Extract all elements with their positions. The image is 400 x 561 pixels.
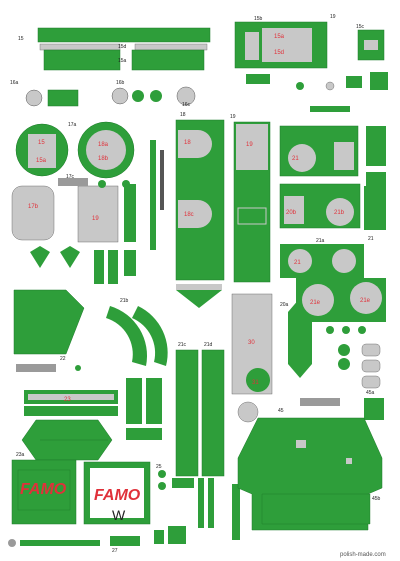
part-19b-wedge (176, 284, 222, 308)
part-20b-housing: 20b 21b 21 (279, 183, 386, 242)
credit-text: polish-made.com (340, 552, 386, 558)
part-25-pins: 25 (154, 464, 194, 544)
label-17c: 17c (66, 174, 75, 180)
part-19-side-panel: 19 19 (230, 114, 271, 283)
label-15d-b: 15d (274, 50, 284, 56)
label-21d: 21d (204, 342, 213, 348)
label-27: 27 (112, 548, 118, 554)
label-21: 21 (368, 236, 374, 242)
part-lever-strips (150, 140, 164, 250)
label-25: 25 (156, 464, 162, 470)
label-15a-b: 15a (274, 34, 285, 40)
label-15d: 15d (118, 44, 127, 50)
part-15c-side: 15c (356, 24, 385, 61)
label-19b: 19 (246, 142, 253, 148)
label-19: 19 (330, 14, 336, 20)
label-16a: 16a (10, 80, 19, 86)
label-15b: 15b (254, 16, 263, 22)
label-45a: 45a (366, 390, 375, 396)
part-22-fender (13, 289, 85, 355)
label-19: 19 (230, 114, 236, 120)
part-grille-right: FAMO W (83, 461, 151, 525)
label-17b: 17b (28, 204, 39, 210)
label-15c: 15c (356, 24, 365, 30)
part-23-plates: 23 (24, 390, 118, 416)
part-21-columns: 21c 21d (175, 342, 225, 477)
label-18b: 18b (98, 156, 109, 162)
part-45-small: 45a (237, 390, 384, 423)
part-16-hubs: 16a 16b 16c (10, 80, 196, 108)
part-27-bar: 27 (8, 536, 140, 554)
part-grille-left: FAMO 23a (11, 452, 77, 525)
label-17a: 17a (68, 122, 77, 128)
label-45: 45 (278, 408, 284, 414)
label-18e: 18c (184, 212, 194, 218)
part-15b-cab-frame: 15a 15d 15b (234, 16, 328, 69)
label-15-drum: 15 (38, 140, 45, 146)
part-18a-wheel: 18a 18b (77, 121, 135, 179)
label-30: 30 (248, 340, 255, 346)
label-19-panel: 19 (92, 216, 99, 222)
part-17a-drum: 15 15a 17a (15, 122, 77, 177)
label-16c: 16c (182, 102, 191, 108)
part-19-cluster: 19 (246, 14, 388, 112)
part-21b-arc: 21b (106, 298, 168, 366)
part-15-blade-strip: 15 15d (18, 27, 211, 51)
part-21a-rollers: 21 21a (280, 238, 364, 278)
part-20-housing: 21 (279, 125, 386, 196)
part-30-frame: 30 31 (231, 293, 273, 395)
label-21-hub: 21 (292, 156, 299, 162)
part-21e-wheels: 21e 21e (296, 278, 386, 334)
logo-right: FAMO (94, 487, 141, 504)
label-21b-arc: 21b (120, 298, 129, 304)
label-21c: 21c (178, 342, 187, 348)
label-16b: 16b (116, 80, 125, 86)
label-20a: 20a (280, 302, 289, 308)
label-18a: 18a (98, 142, 109, 148)
label-20b: 20b (286, 210, 297, 216)
label-21e: 21e (310, 300, 321, 306)
part-24-strips (126, 378, 162, 440)
part-23a-grille (21, 419, 113, 461)
part-15a-shield: 15a (43, 49, 205, 71)
letter-w: W (112, 507, 126, 523)
part-26-rods (198, 478, 240, 540)
part-18-small-parts (30, 246, 136, 284)
label-18: 18 (180, 112, 186, 118)
label-21b: 21b (334, 210, 345, 216)
part-17b-panel: 17b 19 17c (11, 174, 136, 243)
label-15: 15 (18, 36, 24, 42)
logo-left: FAMO (20, 481, 67, 498)
label-15a-drum: 15a (36, 158, 47, 164)
label-21e-b: 21e (360, 298, 371, 304)
label-31: 31 (252, 380, 259, 386)
label-23: 23 (64, 397, 71, 403)
label-15a: 15a (118, 58, 127, 64)
label-21g: 21 (294, 260, 301, 266)
part-20-small (338, 343, 381, 389)
label-18d: 18 (184, 140, 191, 146)
label-23a: 23a (16, 452, 25, 458)
part-17c-belt (58, 178, 130, 188)
label-45b: 45b (372, 496, 381, 502)
part-22b-bar: 22 (16, 356, 81, 372)
label-21a: 21a (316, 238, 325, 244)
part-18-side-panel: 18 18c 18 (175, 112, 225, 281)
label-22: 22 (60, 356, 66, 362)
part-45-hood: 45 45b (237, 408, 383, 531)
